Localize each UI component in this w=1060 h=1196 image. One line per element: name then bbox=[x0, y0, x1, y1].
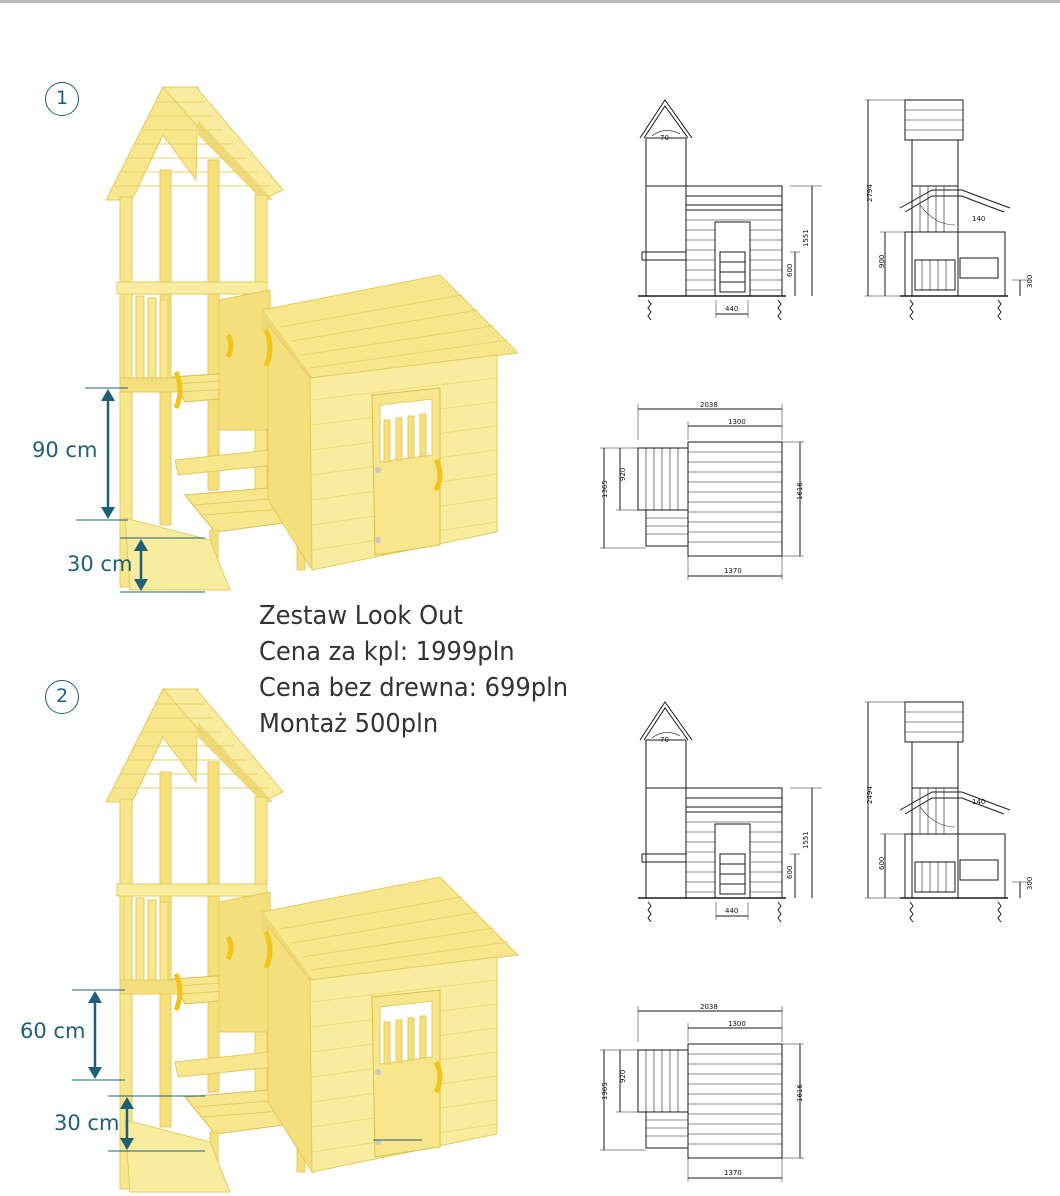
assembly-price: Montaż 500pln bbox=[259, 709, 439, 739]
top-depth-left-label-2: 1365 bbox=[601, 1082, 609, 1100]
step-height-label-1: 30 cm bbox=[67, 552, 133, 576]
price-complete: Cena za kpl: 1999pln bbox=[259, 637, 515, 667]
front-door-height-label-2: 600 bbox=[786, 866, 794, 879]
platform-height-label-2: 60 cm bbox=[20, 1019, 86, 1043]
front-angle-label-1: 70 bbox=[660, 134, 669, 142]
product-info: Zestaw Look Out Cena za kpl: 1999pln Cen… bbox=[259, 598, 568, 742]
step-height-label-2: 30 cm bbox=[54, 1111, 120, 1135]
product-name: Zestaw Look Out bbox=[259, 601, 463, 631]
side-low-label-2: 300 bbox=[1026, 877, 1034, 890]
top-border bbox=[0, 0, 1060, 3]
front-angle-label-2: 70 bbox=[660, 736, 669, 744]
front-door-width-label-2: 440 bbox=[725, 907, 738, 915]
top-view-2 bbox=[599, 1005, 805, 1183]
top-base-width-label-2: 1370 bbox=[724, 1169, 742, 1177]
variant-badge-1: 1 bbox=[45, 82, 79, 116]
top-depth-left-label-1: 1365 bbox=[601, 480, 609, 498]
side-platform-label-1: 900 bbox=[878, 255, 886, 268]
platform-height-arrow-1 bbox=[76, 387, 128, 521]
side-angle-label-2: 140 bbox=[972, 798, 985, 806]
front-height-label-2: 1551 bbox=[802, 831, 810, 849]
top-depth-right-label-1: 1616 bbox=[796, 482, 804, 500]
dimension-labels-2: 70 1551 600 440 2494 600 300 140 2038 13… bbox=[601, 736, 1034, 1177]
front-elevation-1 bbox=[637, 99, 823, 321]
side-low-label-1: 300 bbox=[1026, 275, 1034, 288]
top-depth-right-label-2: 1616 bbox=[796, 1084, 804, 1102]
side-angle-label-1: 140 bbox=[972, 215, 985, 223]
top-house-width-label-1: 1300 bbox=[728, 418, 746, 426]
top-view-1 bbox=[599, 403, 805, 581]
variant-badge-2: 2 bbox=[45, 680, 79, 714]
step-height-arrow-1 bbox=[120, 537, 205, 593]
step-height-arrow-2 bbox=[108, 1095, 205, 1152]
side-total-label-2: 2494 bbox=[866, 786, 874, 804]
dimension-labels-1: 70 1551 600 440 2794 900 300 140 2038 13… bbox=[601, 134, 1034, 575]
top-total-width-label-1: 2038 bbox=[700, 401, 718, 409]
top-base-width-label-1: 1370 bbox=[724, 567, 742, 575]
top-total-width-label-2: 2038 bbox=[700, 1003, 718, 1011]
side-elevation-2 bbox=[864, 701, 1031, 923]
platform-height-label-1: 90 cm bbox=[32, 438, 98, 462]
side-platform-label-2: 600 bbox=[878, 857, 886, 870]
top-house-width-label-2: 1300 bbox=[728, 1020, 746, 1028]
playhouse-illustration-1 bbox=[106, 87, 518, 590]
front-elevation-2 bbox=[637, 701, 823, 923]
platform-height-arrow-2 bbox=[72, 989, 125, 1081]
top-tower-depth-label-1: 920 bbox=[619, 468, 627, 481]
front-door-height-label-1: 600 bbox=[786, 264, 794, 277]
playhouse-illustration-2 bbox=[106, 689, 518, 1192]
side-total-label-1: 2794 bbox=[866, 184, 874, 202]
front-height-label-1: 1551 bbox=[802, 229, 810, 247]
price-without-wood: Cena bez drewna: 699pln bbox=[259, 673, 569, 703]
top-tower-depth-label-2: 920 bbox=[619, 1070, 627, 1083]
side-elevation-1 bbox=[864, 99, 1031, 321]
front-door-width-label-1: 440 bbox=[725, 305, 738, 313]
